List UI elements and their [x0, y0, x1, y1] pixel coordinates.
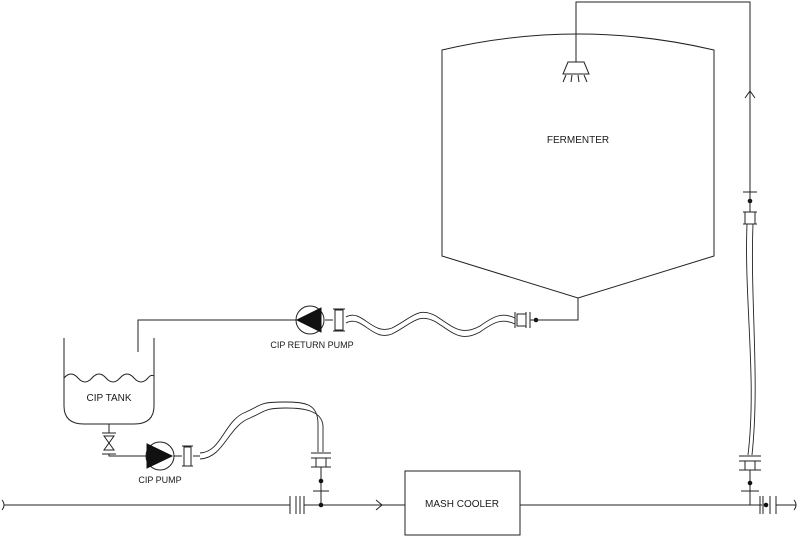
- tank-outlet-line: [108, 424, 146, 457]
- cip-pump-label: CIP PUMP: [138, 475, 181, 485]
- cip-supply-hose: [199, 401, 324, 460]
- main-line-flange-left: [289, 496, 324, 514]
- outlet-valve[interactable]: [514, 312, 541, 328]
- mash-cooler-label: MASH COOLER: [425, 499, 499, 510]
- supply-valve[interactable]: [311, 452, 331, 505]
- cip-return-line: [137, 319, 296, 352]
- fermenter-outlet-line: [541, 298, 579, 321]
- cip-pump[interactable]: [145, 441, 175, 471]
- liquid-level: [63, 373, 155, 383]
- main-flow-arrow-icon: [375, 499, 383, 511]
- main-line-start-cap: [1, 499, 5, 511]
- mash-cooler[interactable]: MASH COOLER: [404, 470, 521, 536]
- cip-pump-fitting: [174, 445, 200, 467]
- flow-arrow-icon: [744, 90, 756, 99]
- fermenter-vessel[interactable]: FERMENTER: [441, 33, 715, 299]
- return-hose: [345, 311, 516, 337]
- fermenter-label: FERMENTER: [547, 135, 609, 146]
- cip-tank-label: CIP TANK: [86, 393, 131, 404]
- cip-return-pump-label: CIP RETURN PUMP: [270, 340, 353, 350]
- main-line-end-cap: [793, 499, 797, 511]
- riser-hose: [746, 223, 756, 456]
- riser-valve-lower[interactable]: [739, 455, 761, 505]
- tank-drain-valve[interactable]: [102, 432, 116, 455]
- main-line-flange-right: [759, 496, 777, 514]
- cip-return-pump[interactable]: [295, 305, 325, 335]
- spray-supply-line: [575, 1, 751, 192]
- riser-valve-upper[interactable]: [743, 191, 757, 225]
- spray-ball-icon: [562, 30, 590, 83]
- return-pump-fitting: [325, 308, 345, 332]
- cip-tank[interactable]: CIP TANK: [63, 338, 155, 425]
